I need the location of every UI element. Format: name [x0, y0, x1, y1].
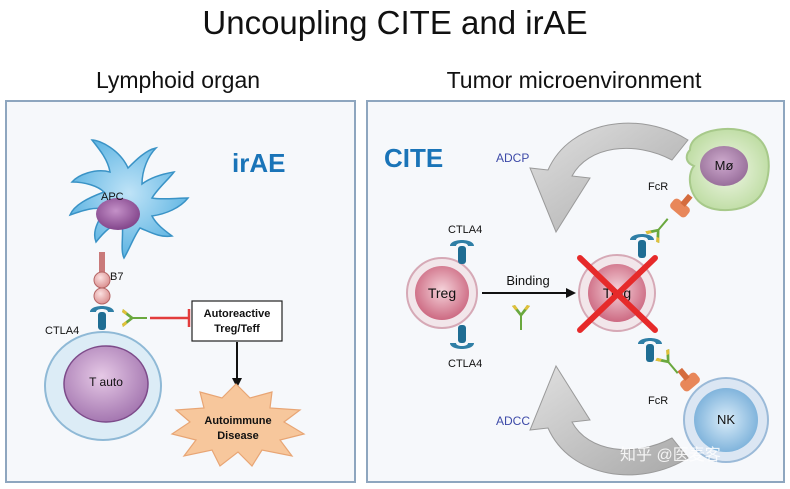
autoreactive-box — [191, 300, 283, 342]
red-cross — [577, 255, 658, 333]
right-panel-tag: CITE — [384, 143, 443, 173]
fcr-label-bottom: FcR — [648, 395, 668, 407]
ctla4-label-top: CTLA4 — [448, 224, 482, 236]
adcp-label: ADCP — [496, 151, 529, 165]
b7-ligand — [93, 252, 111, 305]
apc-label: APC — [101, 191, 124, 203]
right-panel-heading: Tumor microenvironment — [447, 67, 702, 93]
t-auto-cell — [44, 331, 162, 441]
nk-cell — [683, 377, 769, 463]
nk-label: NK — [717, 412, 735, 427]
figure-title: Uncoupling CITE and irAE — [202, 4, 587, 41]
burst-line2: Disease — [217, 430, 259, 442]
adcc-label: ADCC — [496, 414, 530, 428]
left-panel-heading: Lymphoid organ — [96, 67, 260, 93]
fcr-receptor-bottom — [677, 367, 700, 392]
burst-line1: Autoimmune — [204, 415, 271, 427]
autoreactive-line1: Autoreactive — [204, 308, 271, 320]
ctla4-label-left: CTLA4 — [45, 325, 79, 337]
fcr-receptor-top — [670, 193, 693, 218]
fcr-label-top: FcR — [648, 181, 668, 193]
treg-cell — [406, 257, 478, 329]
watermark: 知乎 @医麦客 — [620, 446, 721, 464]
autoimmune-burst — [170, 383, 306, 467]
macrophage-cell — [685, 127, 770, 212]
autoreactive-line2: Treg/Teff — [214, 323, 260, 335]
left-panel-tag: irAE — [232, 148, 285, 178]
t-auto-label: T auto — [89, 375, 123, 389]
binding-label: Binding — [506, 273, 549, 288]
left-panel-frame — [5, 100, 356, 483]
apc-nucleus — [96, 198, 140, 230]
adcp-curved-arrow — [529, 122, 689, 234]
apc-cell — [68, 139, 190, 260]
ctla4-label-bottom: CTLA4 — [448, 358, 482, 370]
macrophage-label: Mø — [715, 158, 734, 173]
adcc-curved-arrow — [529, 364, 689, 476]
b7-label: B7 — [110, 271, 123, 283]
treg-label: Treg — [428, 285, 456, 301]
